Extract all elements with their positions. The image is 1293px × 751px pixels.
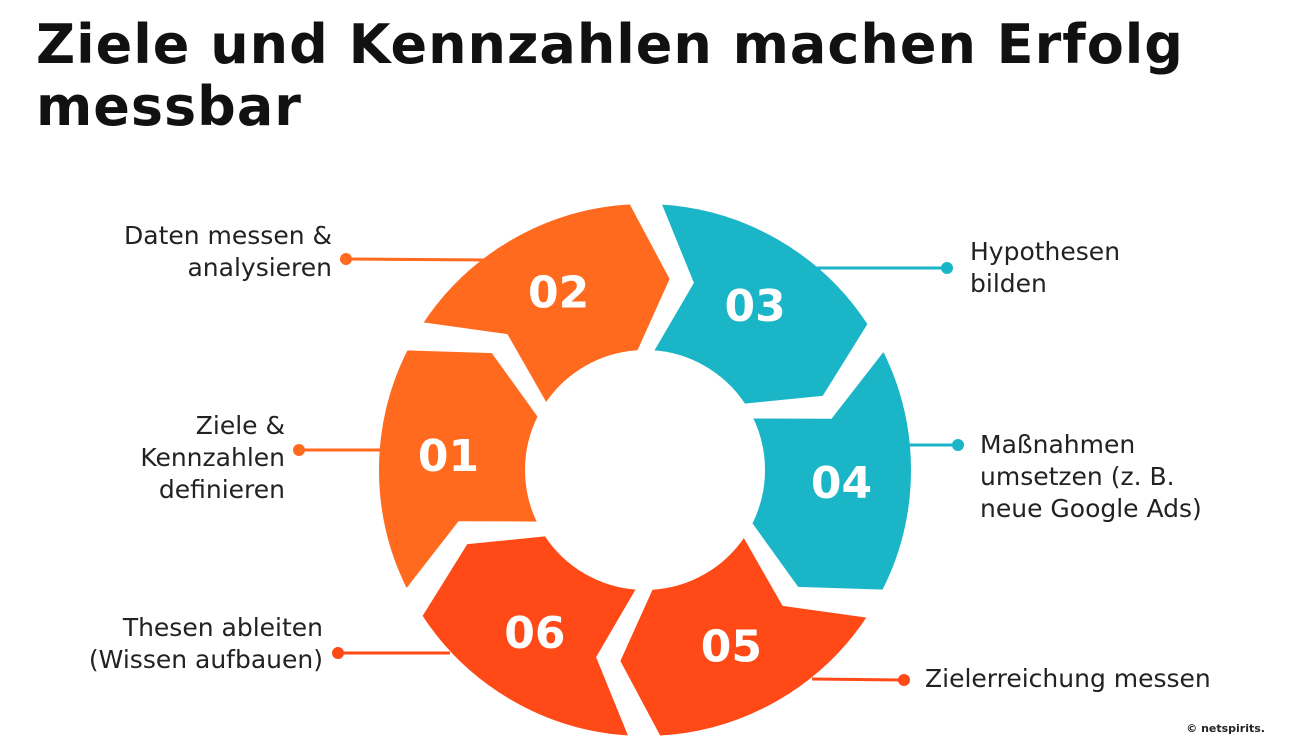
- cycle-segment-05: [615, 530, 874, 740]
- step-02-label: Daten messen & analysieren: [124, 221, 332, 282]
- connector-dot-01: [293, 444, 305, 456]
- step-06-label: Thesen ableiten (Wissen aufbauen): [88, 613, 323, 674]
- cycle-segment-04: [746, 344, 915, 594]
- step-number-03: 03: [725, 281, 786, 332]
- connector-dot-04: [952, 439, 964, 451]
- step-04-label: Maßnahmen umsetzen (z. B. neue Google Ad…: [980, 430, 1202, 523]
- copyright-notice: © netspirits.: [1186, 722, 1265, 735]
- step-number-06: 06: [504, 608, 565, 659]
- step-03-label: Hypothesen bilden: [970, 237, 1121, 298]
- connector-dot-06: [332, 647, 344, 659]
- connector-line-02: [345, 257, 491, 262]
- connector-dot-02: [340, 253, 352, 265]
- step-number-05: 05: [701, 622, 762, 673]
- step-number-02: 02: [528, 267, 589, 318]
- step-01-label: Ziele & Kennzahlen definieren: [140, 411, 285, 504]
- cycle-segment-06: [417, 532, 643, 740]
- segments-layer: 01 02 03 04 05 06: [375, 200, 915, 740]
- step-number-04: 04: [811, 458, 872, 509]
- connector-line-05: [811, 677, 905, 682]
- step-05-label: Zielerreichung messen: [925, 664, 1211, 693]
- cycle-segment-01: [375, 346, 544, 596]
- cycle-segment-02: [416, 200, 675, 410]
- connector-dot-05: [898, 674, 910, 686]
- connectors-layer: [293, 253, 964, 686]
- cycle-segment-03: [647, 200, 873, 408]
- connector-dot-03: [941, 262, 953, 274]
- page-title: Ziele und Kennzahlen machen Erfolg messb…: [36, 13, 1184, 138]
- step-number-01: 01: [418, 431, 479, 482]
